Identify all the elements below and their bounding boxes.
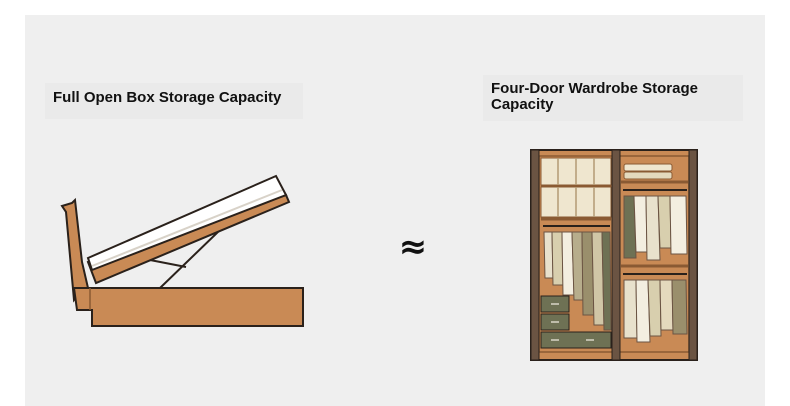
bed-caption-text: Full Open Box Storage Capacity xyxy=(53,89,282,106)
wardrobe-caption-text: Four-Door Wardrobe Storage Capacity xyxy=(491,80,698,113)
wardrobe-caption: Four-Door Wardrobe Storage Capacity xyxy=(483,75,743,121)
bed-caption: Full Open Box Storage Capacity xyxy=(45,83,303,119)
approx-symbol: ≈ xyxy=(398,227,428,267)
